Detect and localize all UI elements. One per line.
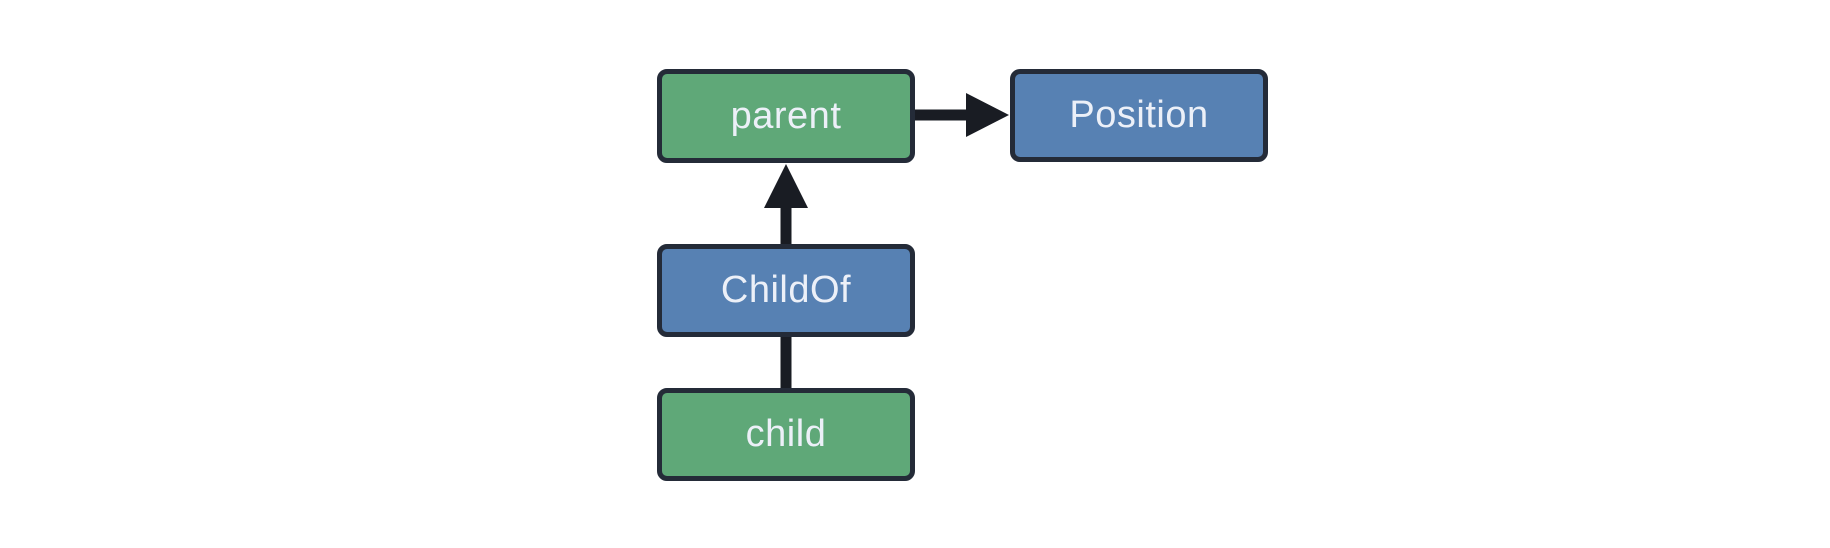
- edge-childof-to-parent-arrow: [764, 164, 808, 246]
- edge-parent-to-position-arrow: [915, 93, 1009, 137]
- node-position: Position: [1010, 69, 1268, 162]
- node-parent: parent: [657, 69, 915, 163]
- node-position-label: Position: [1069, 94, 1209, 136]
- node-childof: ChildOf: [657, 244, 915, 337]
- node-child-label: child: [745, 413, 827, 455]
- node-child: child: [657, 388, 915, 481]
- node-childof-label: ChildOf: [720, 269, 852, 311]
- node-parent-label: parent: [730, 94, 842, 137]
